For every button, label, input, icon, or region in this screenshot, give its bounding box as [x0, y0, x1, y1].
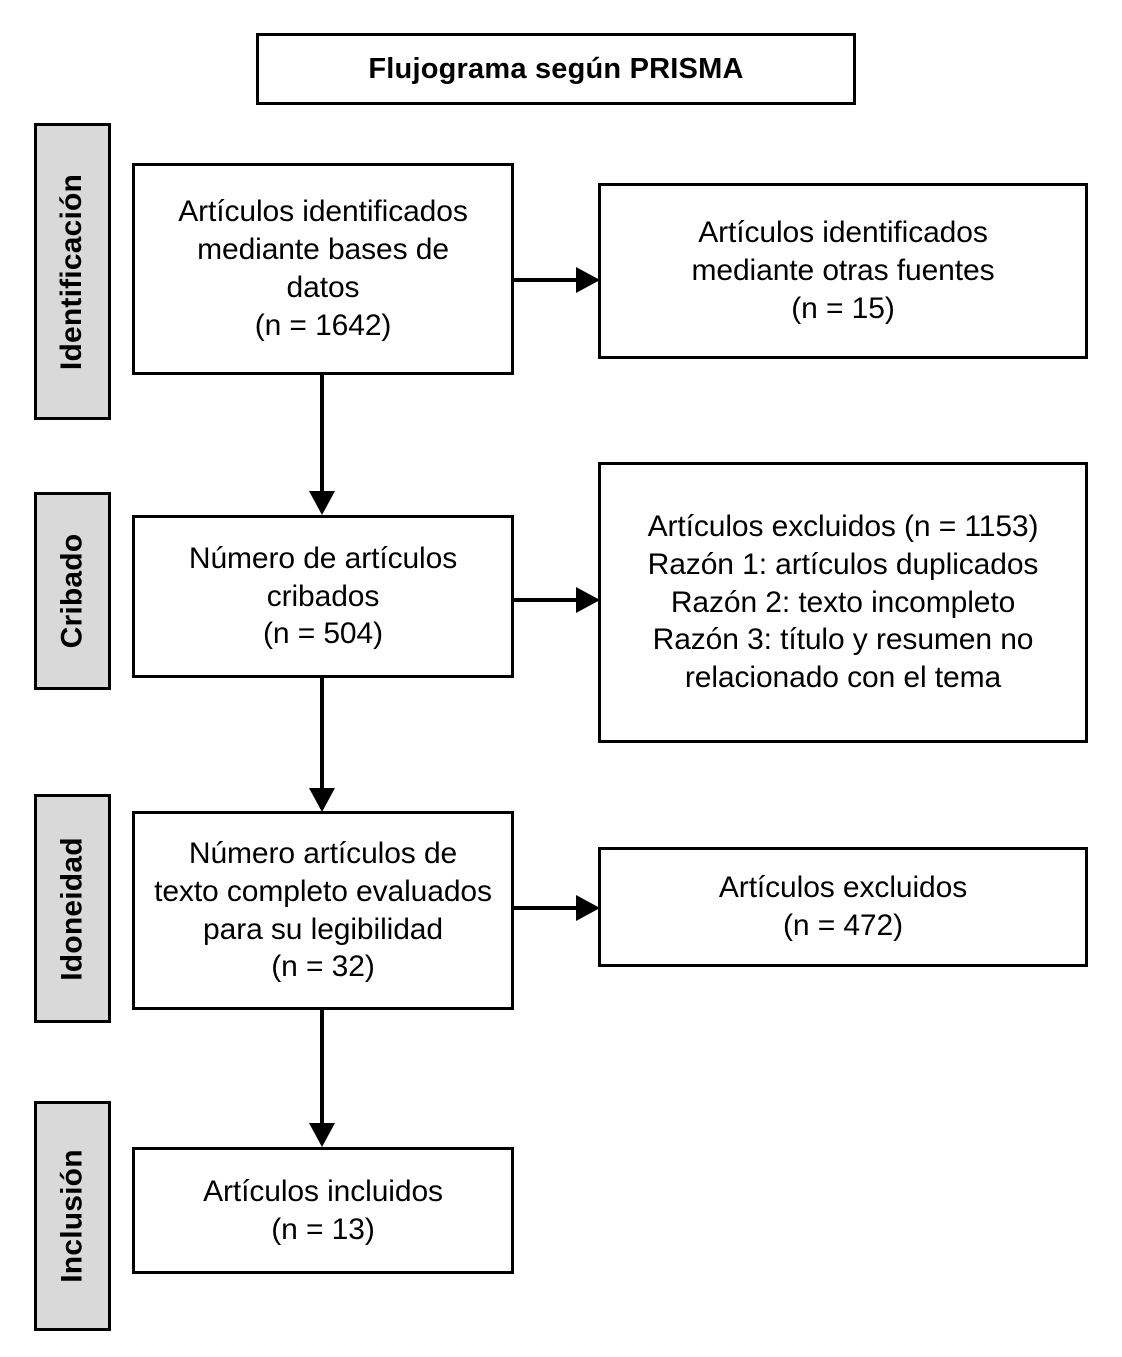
box-excluded-fulltext-text: Artículos excluidos (n = 472): [718, 871, 968, 942]
box-fulltext-assessed: Número artículos de texto completo evalu…: [132, 811, 514, 1010]
box-identified-other-sources-text: Artículos identificados mediante otras f…: [691, 216, 995, 325]
arrow-shaft: [514, 906, 584, 910]
box-included: Artículos incluidos (n = 13): [132, 1147, 514, 1274]
box-identified-other-sources: Artículos identificados mediante otras f…: [598, 183, 1088, 359]
stage-label-identificacion-text: Identificación: [55, 173, 89, 370]
arrow-head: [309, 1123, 335, 1147]
arrow-shaft: [320, 1010, 324, 1125]
stage-label-cribado-text: Cribado: [55, 533, 89, 649]
box-excluded-fulltext: Artículos excluidos (n = 472): [598, 847, 1088, 967]
stage-label-idoneidad: Idoneidad: [34, 794, 111, 1023]
diagram-title-box: Flujograma según PRISMA: [256, 33, 856, 105]
box-identified-databases: Artículos identificados mediante bases d…: [132, 163, 514, 375]
arrow-eligibility-to-inclusion: [300, 1010, 344, 1147]
arrow-shaft: [514, 598, 584, 602]
arrow-head: [576, 587, 600, 613]
arrow-head: [576, 267, 600, 293]
stage-label-inclusion: Inclusión: [34, 1101, 111, 1331]
arrow-databases-to-other-sources: [514, 262, 600, 298]
box-screened-text: Número de artículos cribados (n = 504): [188, 541, 458, 651]
arrow-head: [309, 788, 335, 812]
stage-label-inclusion-text: Inclusión: [55, 1149, 89, 1283]
arrow-screening-to-eligibility: [300, 678, 344, 812]
diagram-title-text: Flujograma según PRISMA: [368, 52, 744, 85]
arrow-head: [309, 491, 335, 515]
stage-label-cribado: Cribado: [34, 492, 111, 690]
box-screened: Número de artículos cribados (n = 504): [132, 515, 514, 678]
box-identified-databases-text: Artículos identificados mediante bases d…: [178, 195, 468, 342]
stage-label-idoneidad-text: Idoneidad: [55, 836, 89, 981]
arrow-identification-to-screening: [300, 375, 344, 515]
box-excluded-screening-text: Artículos excluidos (n = 1153) Razón 1: …: [647, 510, 1039, 695]
arrow-shaft: [514, 278, 584, 282]
arrow-shaft: [320, 678, 324, 790]
box-fulltext-assessed-text: Número artículos de texto completo evalu…: [154, 836, 492, 984]
box-excluded-screening: Artículos excluidos (n = 1153) Razón 1: …: [598, 462, 1088, 743]
box-included-text: Artículos incluidos (n = 13): [203, 1174, 443, 1246]
arrow-fulltext-to-excluded: [514, 890, 600, 926]
arrow-head: [576, 895, 600, 921]
arrow-screened-to-excluded: [514, 582, 600, 618]
arrow-shaft: [320, 375, 324, 493]
stage-label-identificacion: Identificación: [34, 123, 111, 420]
